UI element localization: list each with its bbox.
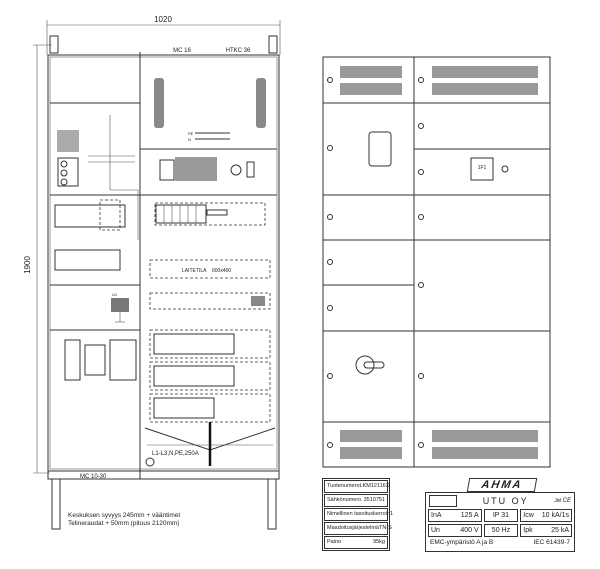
- rating-value: 125 A: [460, 512, 479, 519]
- rating-cell: Ipk 25 kA: [520, 524, 572, 537]
- table-row: Paino 95kg: [324, 536, 388, 549]
- earth-symbol: [145, 457, 155, 467]
- rail-label-htkc36: HTKC 36: [226, 48, 251, 54]
- rating-cell: 50 Hz: [483, 524, 519, 537]
- row-value: 1: [389, 511, 394, 517]
- height-dimension: 1900: [23, 256, 32, 274]
- breaker-grid: [149, 329, 271, 423]
- row-label: Sähkönumero: [327, 497, 362, 503]
- base-label: MC 10-30: [80, 474, 107, 480]
- equipment-space: [149, 259, 271, 279]
- row-label: Paino: [327, 539, 342, 545]
- rating-cell: Icw 10 kA/1s: [520, 509, 572, 522]
- rating-key: IP 31: [492, 512, 510, 519]
- meter-display: [470, 157, 494, 181]
- front-frame: [322, 56, 551, 468]
- certification-marks: ᴊᴍ CE: [554, 497, 571, 504]
- leg-left: [51, 478, 61, 530]
- rating-value: 10 kA/1s: [541, 512, 569, 519]
- standard: IEC 61439-7: [533, 539, 571, 546]
- leg-right: [267, 478, 277, 530]
- ventilation-grilles: [340, 66, 538, 459]
- row-label: Maadoitusjärjestelmä: [327, 525, 379, 531]
- rating-key: InA: [431, 512, 442, 519]
- row-label: Nimellinen tasoituskerroin: [327, 511, 390, 517]
- rail-label-mc16: MC 16: [173, 48, 191, 54]
- terminal-block: [154, 78, 164, 128]
- rating-value: 400 V: [460, 527, 479, 534]
- blank-field: [429, 494, 457, 507]
- note-rails: Telineraudat + 50mm (pituus 2120mm): [68, 520, 180, 527]
- row-value: 95kg: [373, 539, 385, 545]
- base-plinth: [47, 470, 280, 480]
- rating-cell: InA 125 A: [428, 509, 482, 522]
- front-view: 1F1: [322, 56, 551, 468]
- indicator-lamp: [501, 165, 509, 173]
- row-value: 3510751: [363, 497, 385, 503]
- width-dimension: 1020: [154, 15, 172, 24]
- n-bar-label: N: [188, 137, 191, 142]
- rating-key: Ipk: [523, 527, 533, 534]
- equipment-space-label: LAITETILA: [182, 268, 207, 274]
- meter-label: 1F1: [478, 165, 487, 171]
- brand-logo: AHMA: [466, 478, 538, 492]
- rating-key: Icw: [523, 512, 534, 519]
- terminal-row: [175, 157, 217, 181]
- row-label: Tuotenumero: [327, 483, 360, 489]
- note-depth: Keskuksen syvyys 245mm + vääntimet: [68, 512, 181, 519]
- manufacturer: UTU OY: [482, 495, 529, 506]
- breaker-rail: [154, 202, 266, 226]
- row-value: TN-S: [378, 525, 392, 531]
- side-view: 1020 1900 MC 16 HTKC 36 PE N: [23, 15, 281, 530]
- mount-bracket-right: [268, 35, 278, 54]
- equipment-space-size: 600x400: [212, 268, 231, 274]
- door-locks[interactable]: [327, 77, 424, 448]
- pe-bar-label: PE: [188, 131, 194, 136]
- meter-window: [368, 131, 392, 167]
- terminal-block: [256, 78, 266, 128]
- busbar-label: L1-L3,N,PE,250A: [152, 451, 199, 457]
- rating-key: 50 Hz: [491, 527, 511, 534]
- rating-cell: IP 31: [483, 509, 519, 522]
- main-switch-handle[interactable]: [355, 355, 385, 375]
- row-value: LKM12116X: [359, 483, 390, 489]
- rating-value: 25 kA: [551, 527, 569, 534]
- emc-environment: EMC-ympäristö A ja B: [430, 539, 494, 546]
- rating-key: Un: [431, 527, 440, 534]
- mount-bracket-left: [49, 35, 59, 54]
- rating-cell: Un 400 V: [428, 524, 482, 537]
- fuse-label: U1: [112, 292, 118, 297]
- notes: Keskuksen syvyys 245mm + vääntimet Telin…: [68, 512, 180, 528]
